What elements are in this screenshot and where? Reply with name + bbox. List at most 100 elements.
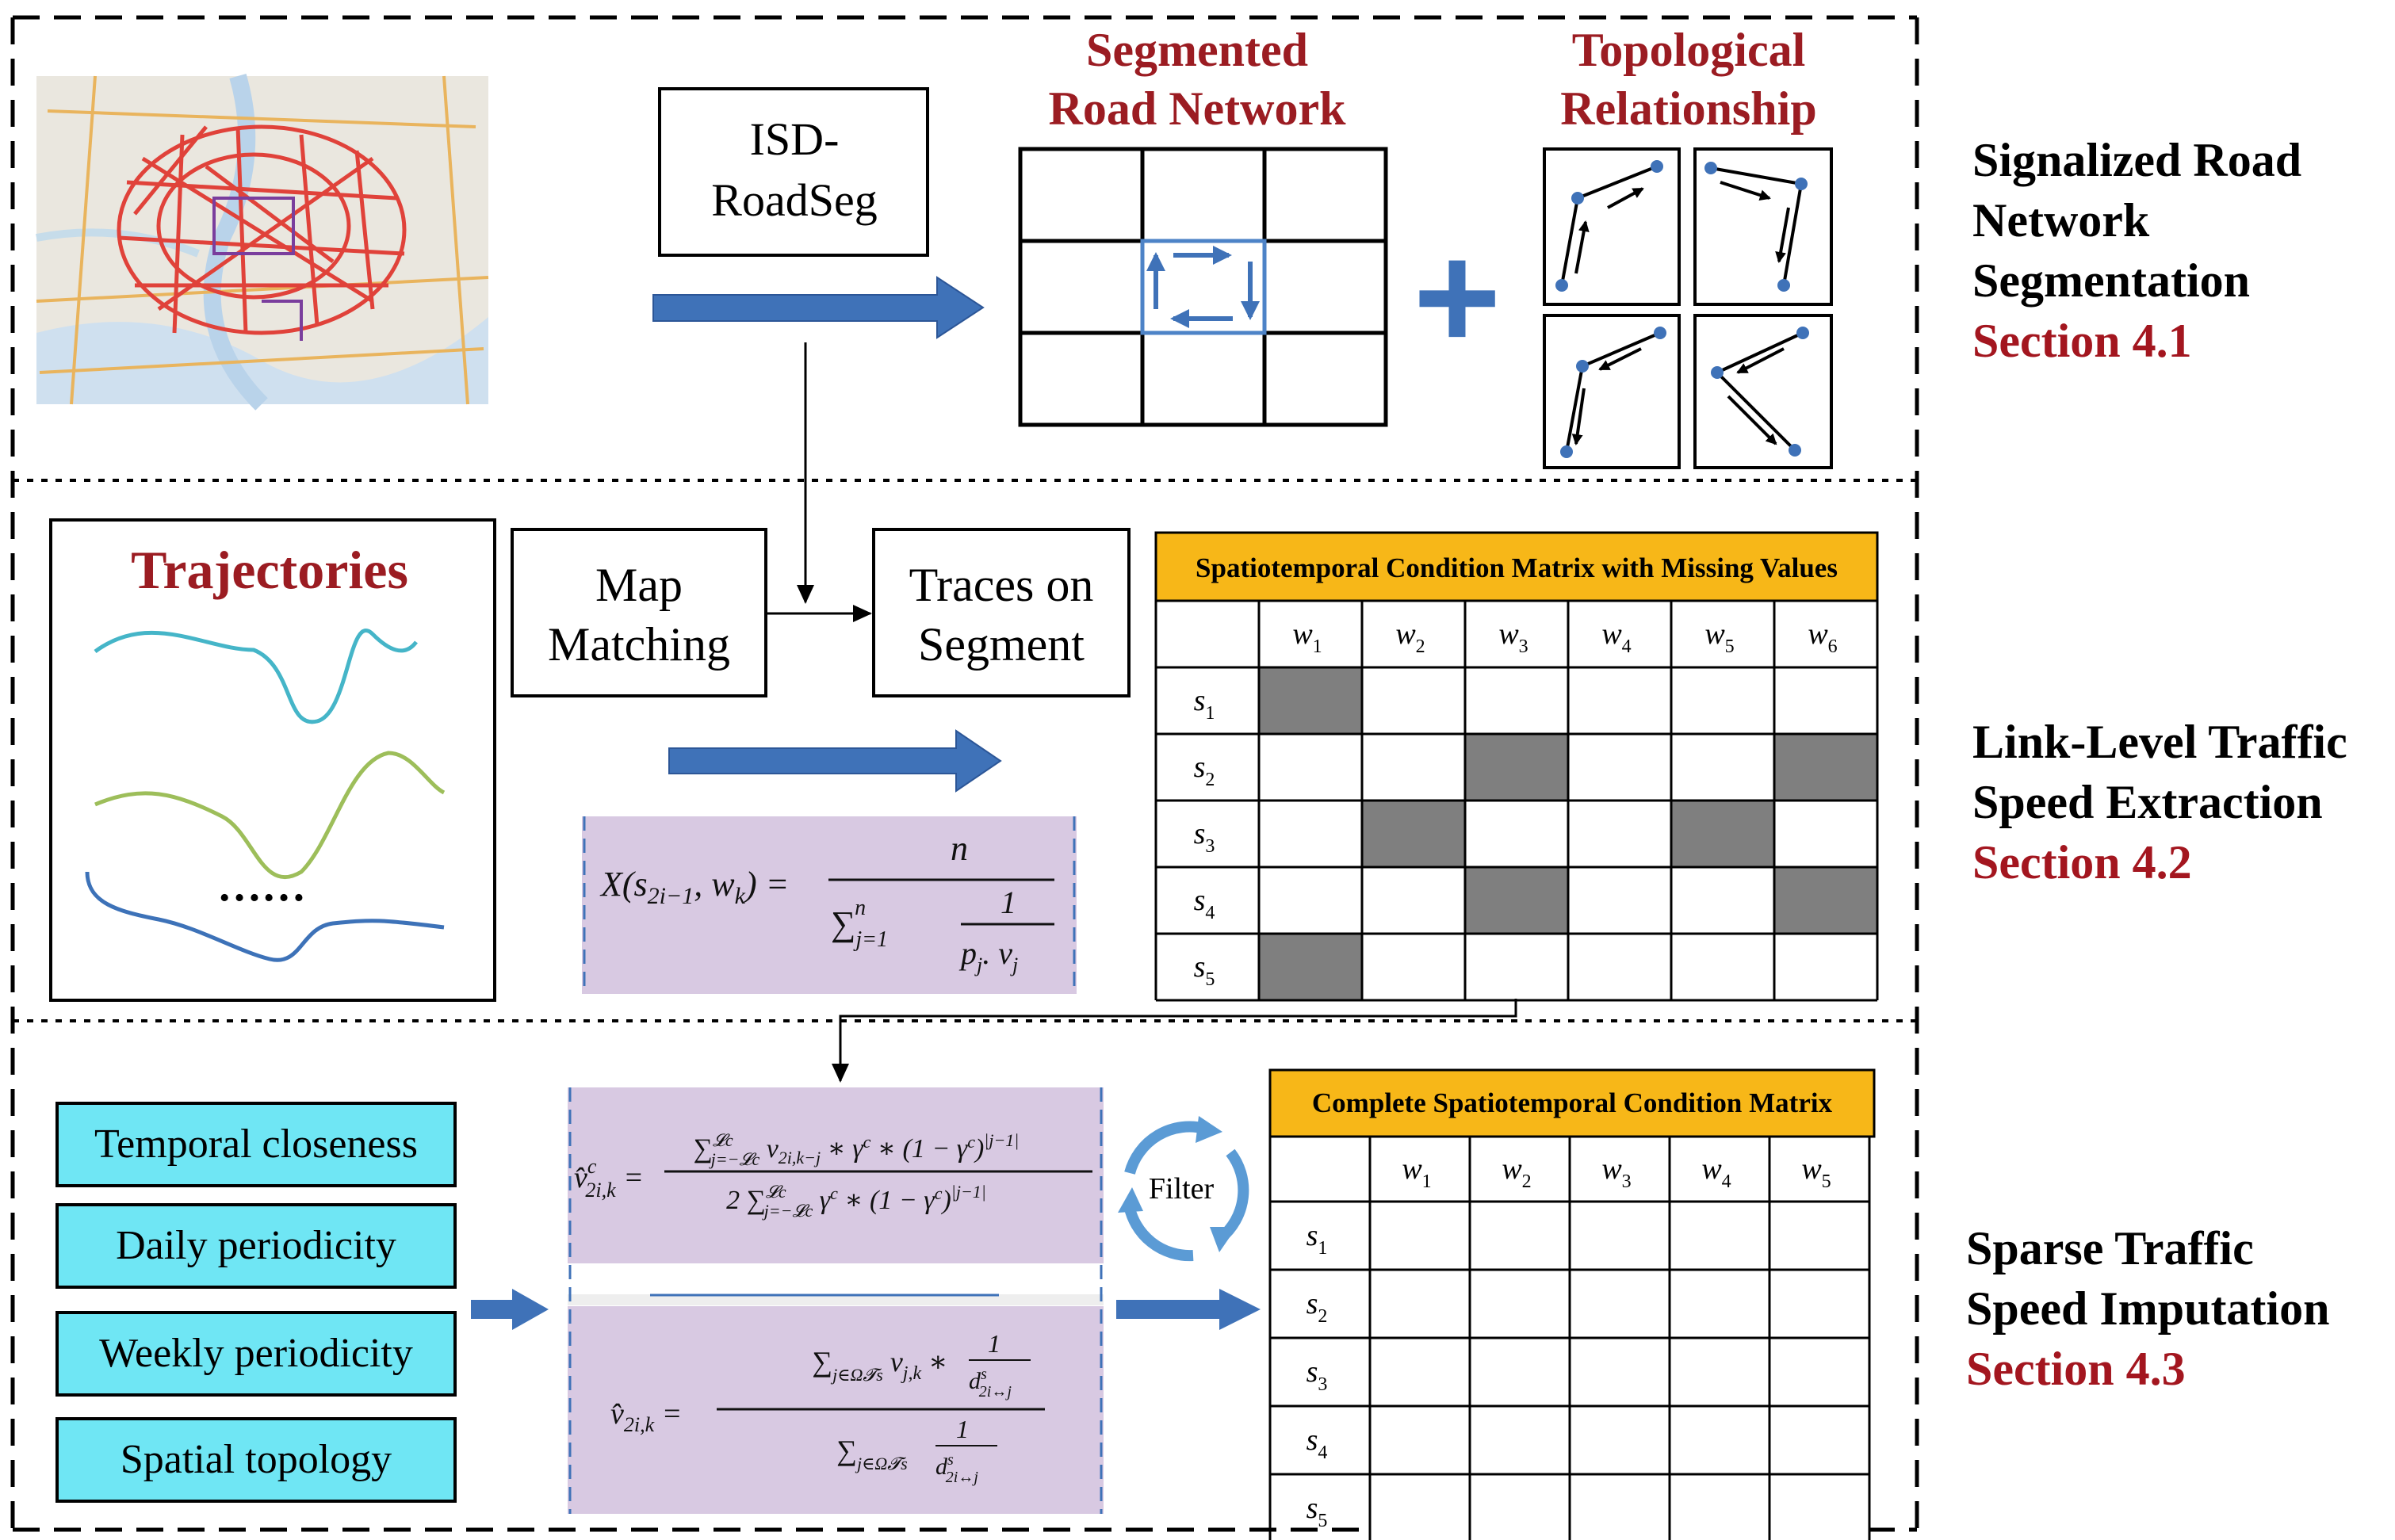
matrix-cell	[1370, 1270, 1470, 1338]
matrix-cell	[1769, 1202, 1869, 1270]
matrix-row-label: s4	[1307, 1423, 1328, 1463]
matrix-cell	[1769, 1270, 1869, 1338]
matrix-cell	[1370, 1202, 1470, 1270]
filter-cycle-icon	[1118, 1116, 1249, 1262]
matrix-row-label: s5	[1194, 950, 1215, 990]
svg-text:n: n	[951, 829, 968, 868]
section1-ref: Section 4.1	[1972, 315, 2192, 367]
matrix-cell	[1670, 1338, 1769, 1406]
section1-line2: Network	[1972, 194, 2150, 246]
matrix-cell	[1465, 667, 1568, 734]
trajectories-title: Trajectories	[131, 540, 408, 600]
city-road-map-image	[36, 73, 489, 411]
missing-cell	[1362, 801, 1465, 867]
matrix-row-label: s2	[1194, 751, 1215, 790]
section1-line1: Signalized Road	[1972, 134, 2301, 186]
matrix-row-label: s3	[1307, 1355, 1328, 1395]
section3-ref: Section 4.3	[1966, 1343, 2186, 1395]
matrix-row-label: s3	[1194, 817, 1215, 857]
feature-label: Temporal closeness	[94, 1122, 418, 1167]
missing-cell	[1671, 801, 1774, 867]
filter-label: Filter	[1149, 1172, 1215, 1206]
highlight-segment	[1140, 239, 1267, 335]
matrix-cell	[1570, 1270, 1670, 1338]
map-matching-box	[511, 528, 767, 697]
traces-line2: Segment	[918, 618, 1085, 671]
flow-arrow-1	[652, 276, 985, 339]
segment-flow-arrows	[1146, 246, 1260, 328]
feature-box	[55, 1417, 457, 1503]
traces-box	[872, 528, 1131, 697]
svg-text:1: 1	[1000, 885, 1016, 920]
matrix-cell	[1259, 801, 1362, 867]
matrix-cell	[1465, 934, 1568, 1000]
matrix-cell	[1670, 1270, 1769, 1338]
matrix-cell	[1570, 1202, 1670, 1270]
map-matching-line2: Matching	[548, 618, 730, 671]
matrix-cell	[1671, 934, 1774, 1000]
topo-title-line1: Topological	[1572, 24, 1806, 76]
svg-text:1: 1	[956, 1415, 969, 1443]
matrix-col-label: w1	[1292, 617, 1322, 657]
traces-line1: Traces on	[909, 559, 1094, 611]
svg-text:pj. vj: pj. vj	[958, 935, 1018, 976]
matrix-cell	[1568, 667, 1671, 734]
flow-arrow-4	[1116, 1289, 1261, 1330]
matrix-cell	[1671, 734, 1774, 801]
matrix-cell	[1769, 1474, 1869, 1540]
matrix-col-label: w1	[1402, 1152, 1431, 1192]
segmented-title-line2: Road Network	[1049, 82, 1347, 135]
flow-arrow-3	[471, 1289, 549, 1330]
matrix-cell	[1470, 1338, 1570, 1406]
svg-text:v̂c2i,k =: v̂c2i,k =	[574, 1155, 644, 1202]
feature-box	[55, 1102, 457, 1187]
trajectory-ellipsis: ……	[217, 862, 306, 911]
matrix-cell	[1259, 734, 1362, 801]
svg-text:∑𝓛cj=−𝓛c v2i,k−j ∗ γc ∗ (1 −: ∑𝓛cj=−𝓛c v2i,k−j ∗ γc ∗ (1 − γc)|j−1|	[694, 1130, 1020, 1169]
section3-line2: Speed Imputation	[1966, 1282, 2329, 1335]
matrix-col-label: w2	[1502, 1152, 1531, 1192]
matrix-row-label: s2	[1307, 1287, 1328, 1327]
svg-text:1: 1	[988, 1329, 1000, 1358]
panel-segmentation: ISD- RoadSeg Segmented Road Network + To…	[36, 24, 2301, 604]
matrix-cell	[1370, 1338, 1470, 1406]
matrix-cell	[1769, 1338, 1869, 1406]
missing-cell	[1465, 734, 1568, 801]
matrix-cell	[1769, 1406, 1869, 1474]
section2-ref: Section 4.2	[1972, 836, 2192, 888]
matrix-cell	[1774, 667, 1877, 734]
matrix-col-label: w6	[1808, 617, 1837, 657]
feature-box	[55, 1311, 457, 1397]
matrix-cell	[1568, 867, 1671, 934]
matrix-row-label: s4	[1194, 884, 1215, 923]
feature-label: Spatial topology	[121, 1437, 392, 1482]
matrix-cell	[1670, 1474, 1769, 1540]
section3-line1: Sparse Traffic	[1966, 1222, 2254, 1274]
complete-matrix: Complete Spatiotemporal Condition Matrix…	[1268, 1068, 1876, 1540]
missing-cell	[1774, 734, 1877, 801]
matrix-cell	[1774, 934, 1877, 1000]
missing-cell	[1259, 667, 1362, 734]
matrix-cell	[1671, 867, 1774, 934]
matrix-cell	[1259, 867, 1362, 934]
matrix-cell	[1470, 1270, 1570, 1338]
matrix-cell	[1362, 867, 1465, 934]
segmented-title-line1: Segmented	[1086, 24, 1308, 76]
matrix-cell	[1370, 1406, 1470, 1474]
matrix1-title: Spatiotemporal Condition Matrix with Mis…	[1196, 552, 1838, 583]
isd-roadseg-line1: ISD-	[750, 113, 840, 165]
segmented-grid	[1018, 147, 1388, 427]
matrix-row-label: s5	[1307, 1492, 1328, 1531]
matrix-col-label: w4	[1601, 617, 1631, 657]
topo-title-line2: Relationship	[1560, 82, 1816, 135]
flow-arrow-2	[668, 729, 1002, 793]
matrix-col-label: w2	[1395, 617, 1425, 657]
feature-label: Daily periodicity	[116, 1223, 396, 1268]
panel-extraction: Trajectories …… Map Matching Traces on S…	[49, 518, 2347, 1083]
matrix-cell	[1470, 1406, 1570, 1474]
trajectories-box	[49, 518, 496, 1002]
